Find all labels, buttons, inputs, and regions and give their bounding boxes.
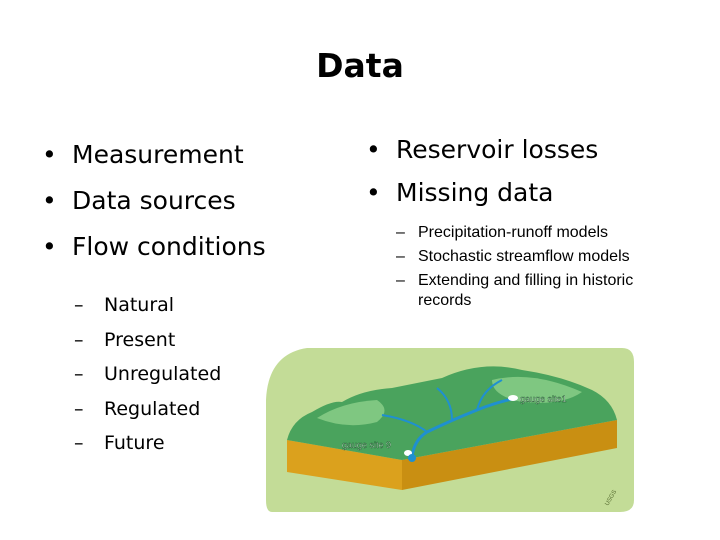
missing-data-sublist: –Precipitation-runoff models –Stochastic… bbox=[396, 223, 706, 311]
dash-icon: – bbox=[396, 272, 405, 289]
dash-icon: – bbox=[74, 294, 84, 316]
list-item: •Flow conditions bbox=[42, 224, 332, 270]
right-column: •Reservoir losses •Missing data –Precipi… bbox=[366, 128, 706, 311]
river-main bbox=[410, 396, 518, 458]
list-item: •Reservoir losses bbox=[366, 128, 706, 171]
bullet-icon: • bbox=[42, 232, 57, 261]
list-item: –Present bbox=[74, 323, 332, 358]
gauge-site-1-label: gauge site1 bbox=[520, 394, 567, 404]
list-item: –Precipitation-runoff models bbox=[396, 224, 609, 241]
river-tributary-2 bbox=[381, 414, 428, 433]
right-bullet-list: •Reservoir losses •Missing data bbox=[366, 128, 706, 214]
list-item: –Stochastic streamflow models bbox=[396, 248, 630, 265]
list-item: •Measurement bbox=[42, 132, 332, 178]
soil-right-face bbox=[402, 420, 617, 490]
gauge-site-9-marker bbox=[404, 450, 412, 456]
bullet-icon: • bbox=[366, 135, 381, 164]
dash-icon: – bbox=[74, 432, 84, 454]
dash-icon: – bbox=[396, 224, 405, 241]
dash-icon: – bbox=[396, 248, 405, 265]
list-item: –Natural bbox=[74, 288, 332, 323]
dash-icon: – bbox=[74, 397, 84, 420]
outlet-marker bbox=[408, 454, 416, 462]
list-item: •Missing data bbox=[366, 171, 706, 214]
river-tributary-3 bbox=[436, 387, 453, 421]
list-item: –Future bbox=[74, 426, 332, 461]
left-bullet-list: •Measurement •Data sources •Flow conditi… bbox=[42, 132, 332, 270]
bullet-icon: • bbox=[42, 140, 57, 169]
dash-icon: – bbox=[74, 363, 84, 385]
flow-conditions-sublist: –Natural –Present –Unregulated –Regulate… bbox=[74, 288, 332, 461]
watershed-illustration: gauge site1 gauge site 9 USGS bbox=[266, 348, 634, 512]
dash-icon: – bbox=[74, 328, 84, 351]
list-item: –Extending and filling in historic recor… bbox=[396, 272, 634, 309]
list-item: •Data sources bbox=[42, 178, 332, 224]
gauge-site-9-label: gauge site 9 bbox=[342, 440, 391, 450]
bullet-icon: • bbox=[366, 178, 381, 207]
bullet-icon: • bbox=[42, 186, 57, 215]
soil-front-face bbox=[287, 440, 402, 490]
terrain-hill-left bbox=[317, 400, 385, 426]
gauge-site-1-marker bbox=[508, 395, 518, 401]
river-tributary-1 bbox=[476, 379, 503, 411]
list-item: –Unregulated bbox=[74, 357, 332, 392]
left-column: •Measurement •Data sources •Flow conditi… bbox=[42, 132, 332, 461]
slide-title: Data bbox=[316, 46, 404, 85]
list-item: –Regulated bbox=[74, 392, 332, 427]
